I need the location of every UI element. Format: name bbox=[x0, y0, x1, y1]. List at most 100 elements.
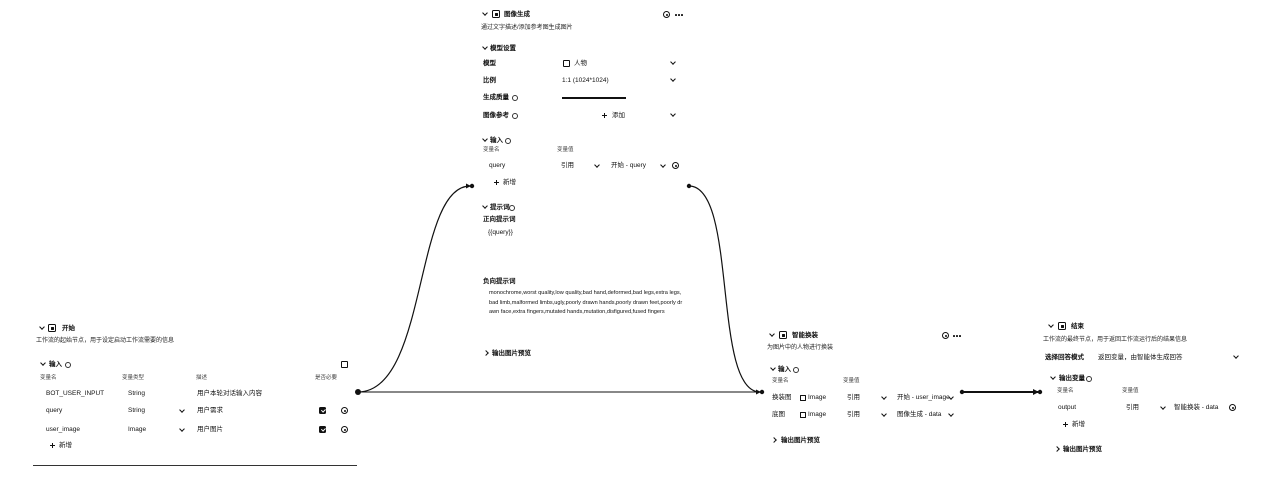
edge-start-to-image-gen[interactable] bbox=[357, 185, 471, 393]
negative-prompt-input[interactable]: monochrome,worst quality,low quality,bad… bbox=[489, 290, 683, 315]
section-chevron-icon[interactable] bbox=[40, 360, 46, 366]
merge-input-port[interactable] bbox=[759, 389, 765, 395]
answer-mode-label: 选择回答模式 bbox=[1045, 354, 1084, 361]
add-variable-icon[interactable] bbox=[341, 361, 348, 368]
section-chevron-icon[interactable] bbox=[770, 365, 776, 371]
variable-name-input[interactable]: output bbox=[1058, 404, 1077, 411]
chevron-right-icon[interactable] bbox=[483, 350, 489, 356]
output-preview-toggle[interactable]: 输出图片预览 bbox=[781, 437, 820, 444]
variable-name-input[interactable]: user_image bbox=[46, 426, 80, 433]
column-header: 描述 bbox=[196, 375, 208, 381]
section-label-prompt: 提示词 bbox=[490, 204, 510, 211]
variable-settings-icon[interactable] bbox=[341, 426, 348, 433]
variable-name-input[interactable]: query bbox=[489, 162, 506, 169]
image-type-icon bbox=[800, 412, 806, 418]
more-options-icon[interactable] bbox=[678, 14, 680, 16]
test-run-icon[interactable] bbox=[942, 332, 949, 339]
variable-name: 换装图 bbox=[772, 394, 792, 401]
variable-description-input[interactable]: 用户图片 bbox=[197, 426, 223, 433]
variable-description: 用户本轮对话输入内容 bbox=[197, 390, 262, 397]
chevron-down-icon[interactable] bbox=[670, 111, 676, 117]
add-variable-button[interactable]: 新增 bbox=[1072, 421, 1085, 428]
collapse-chevron-icon[interactable] bbox=[482, 10, 488, 16]
edge-image-gen-to-merge[interactable] bbox=[688, 185, 761, 393]
outfit-change-node[interactable]: 智能换装 为图片中的人物进行换装 输入 变量名 变量值 换装图 Image 引用… bbox=[763, 328, 961, 450]
variable-reference-select[interactable]: 图像生成 - data bbox=[897, 411, 942, 418]
variable-settings-icon[interactable] bbox=[341, 407, 348, 414]
more-options-icon[interactable] bbox=[956, 335, 958, 337]
node-bottom-border bbox=[33, 465, 357, 466]
start-node[interactable]: 开始 工作流的起始节点，用于设定启动工作流需要的信息 输入 变量名 变量类型 描… bbox=[33, 320, 357, 466]
variable-reference-select[interactable]: 开始 - query bbox=[611, 162, 647, 169]
image-generation-icon bbox=[492, 10, 500, 18]
column-header: 变量值 bbox=[1122, 388, 1139, 394]
variable-name-input[interactable]: query bbox=[46, 407, 63, 414]
end-input-port[interactable] bbox=[1037, 389, 1043, 395]
chevron-down-icon[interactable] bbox=[881, 394, 887, 400]
chevron-down-icon[interactable] bbox=[1160, 404, 1166, 410]
required-checkbox[interactable] bbox=[319, 407, 326, 414]
plus-icon[interactable] bbox=[1063, 422, 1068, 427]
variable-type: Image bbox=[808, 411, 827, 418]
value-source-select[interactable]: 引用 bbox=[1126, 404, 1139, 411]
variable-type: String bbox=[128, 390, 145, 397]
image-type-icon bbox=[800, 395, 806, 401]
ratio-select[interactable]: 1:1 (1024*1024) bbox=[562, 77, 609, 84]
section-chevron-icon[interactable] bbox=[482, 136, 488, 142]
section-chevron-icon[interactable] bbox=[1050, 374, 1056, 380]
variable-reference-select[interactable]: 开始 - user_image bbox=[897, 394, 950, 401]
variable-description-input[interactable]: 用户需求 bbox=[197, 407, 223, 414]
chevron-down-icon[interactable] bbox=[1233, 353, 1239, 359]
variable-type-select[interactable]: String bbox=[128, 407, 145, 414]
chevron-down-icon[interactable] bbox=[670, 59, 676, 65]
end-node[interactable]: 结束 工作流的最终节点，用于返回工作流运行后的结果信息 选择回答模式 返回变量，… bbox=[1040, 320, 1245, 456]
variable-reference-select[interactable]: 智能换装 - data bbox=[1174, 404, 1219, 411]
required-checkbox[interactable] bbox=[319, 426, 326, 433]
image-gen-node[interactable]: 图像生成 通过文字描述/添加参考图生成图片 模型设置 模型 人物 比例 1:1 … bbox=[478, 8, 690, 360]
chevron-down-icon[interactable] bbox=[948, 411, 954, 417]
variable-type-select[interactable]: Image bbox=[128, 426, 147, 433]
plus-icon[interactable] bbox=[50, 443, 55, 448]
model-icon bbox=[563, 60, 570, 67]
variable-name: BOT_USER_INPUT bbox=[46, 390, 105, 397]
image-gen-input-port[interactable] bbox=[469, 183, 475, 189]
start-node-icon bbox=[48, 324, 56, 332]
remove-variable-icon[interactable] bbox=[1229, 404, 1236, 411]
section-chevron-icon[interactable] bbox=[482, 203, 488, 209]
value-source-select[interactable]: 引用 bbox=[847, 411, 860, 418]
chevron-down-icon[interactable] bbox=[594, 162, 600, 168]
positive-prompt-input[interactable]: {{query}} bbox=[488, 229, 513, 236]
remove-variable-icon[interactable] bbox=[672, 162, 679, 169]
merge-output-port[interactable] bbox=[959, 389, 965, 395]
add-variable-button[interactable]: 新增 bbox=[59, 442, 72, 449]
start-output-port[interactable] bbox=[355, 389, 361, 395]
chevron-right-icon[interactable] bbox=[1054, 446, 1060, 452]
chevron-down-icon[interactable] bbox=[179, 407, 185, 413]
add-reference-button[interactable]: 添加 bbox=[612, 112, 625, 119]
section-chevron-icon[interactable] bbox=[482, 44, 488, 50]
output-preview-toggle[interactable]: 输出图片预览 bbox=[1063, 446, 1102, 453]
chevron-down-icon[interactable] bbox=[881, 411, 887, 417]
chevron-down-icon[interactable] bbox=[670, 76, 676, 82]
variable-name: 底图 bbox=[772, 411, 785, 418]
add-variable-button[interactable]: 新增 bbox=[503, 179, 516, 186]
quality-slider[interactable] bbox=[562, 97, 626, 99]
column-header: 变量名 bbox=[40, 375, 57, 381]
test-run-icon[interactable] bbox=[663, 11, 670, 18]
model-select[interactable]: 人物 bbox=[574, 60, 587, 67]
collapse-chevron-icon[interactable] bbox=[769, 331, 775, 337]
plus-icon[interactable] bbox=[494, 180, 499, 185]
value-source-select[interactable]: 引用 bbox=[847, 394, 860, 401]
chevron-right-icon[interactable] bbox=[771, 437, 777, 443]
chevron-down-icon[interactable] bbox=[179, 426, 185, 432]
collapse-chevron-icon[interactable] bbox=[39, 324, 45, 330]
chevron-down-icon[interactable] bbox=[660, 162, 666, 168]
value-source-select[interactable]: 引用 bbox=[561, 162, 574, 169]
collapse-chevron-icon[interactable] bbox=[1048, 322, 1054, 328]
plus-icon[interactable] bbox=[602, 113, 607, 118]
info-icon bbox=[1086, 376, 1092, 382]
image-gen-output-port[interactable] bbox=[686, 183, 692, 189]
answer-mode-select[interactable]: 返回变量，由智能体生成回答 bbox=[1098, 354, 1183, 361]
output-preview-toggle[interactable]: 输出图片预览 bbox=[492, 350, 531, 357]
section-label-model: 模型设置 bbox=[490, 45, 516, 52]
